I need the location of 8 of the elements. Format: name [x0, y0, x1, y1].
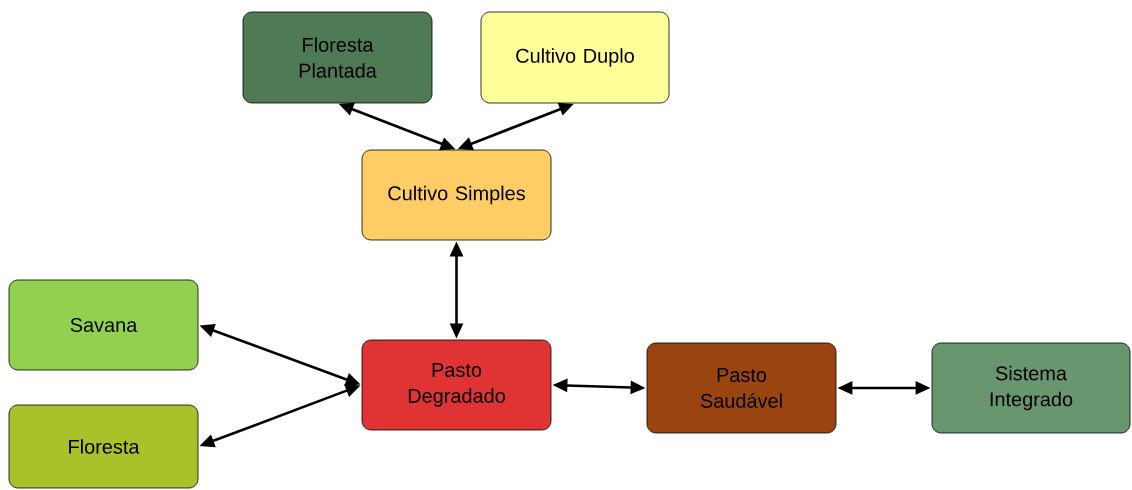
process-box: Cultivo Duplo	[480, 11, 670, 104]
process-box: Cultivo Simples	[361, 149, 552, 241]
process-box: Savana	[8, 279, 199, 371]
process-box: Pasto Saudável	[646, 342, 837, 434]
process-box: Pasto Degradado	[361, 339, 552, 431]
process-box: Floresta	[8, 404, 199, 489]
process-box: Floresta Plantada	[242, 11, 433, 104]
process-box: Sistema Integrado	[931, 342, 1131, 434]
